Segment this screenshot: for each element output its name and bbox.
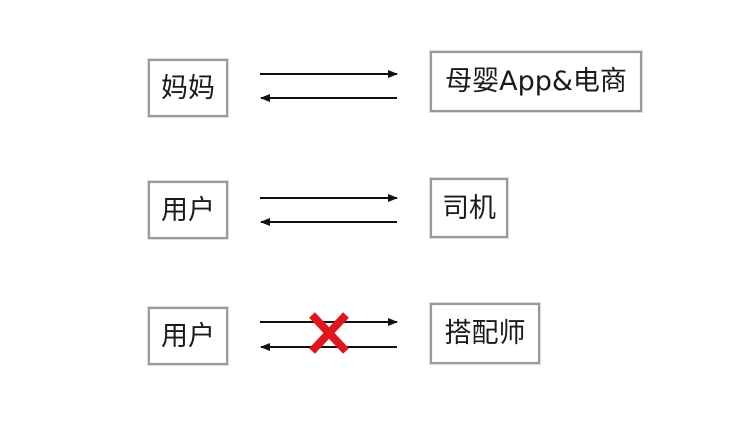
row-1-left-box: 妈妈 (148, 59, 228, 117)
row-3-left-label: 用户 (161, 320, 215, 352)
row-1-right-box: 母婴App&电商 (430, 51, 642, 112)
row-1-left-label: 妈妈 (161, 72, 215, 104)
row-1-right-label: 母婴App&电商 (445, 66, 627, 97)
red-x-icon (309, 312, 349, 354)
row-3-left-box: 用户 (148, 307, 228, 365)
row-2-left-label: 用户 (161, 194, 215, 226)
row-2-left-box: 用户 (148, 181, 228, 239)
row-2-right-box: 司机 (430, 178, 508, 238)
row-3-right-box: 搭配师 (430, 303, 540, 364)
row-3-right-label: 搭配师 (444, 318, 526, 349)
row-2-right-label: 司机 (442, 192, 496, 224)
